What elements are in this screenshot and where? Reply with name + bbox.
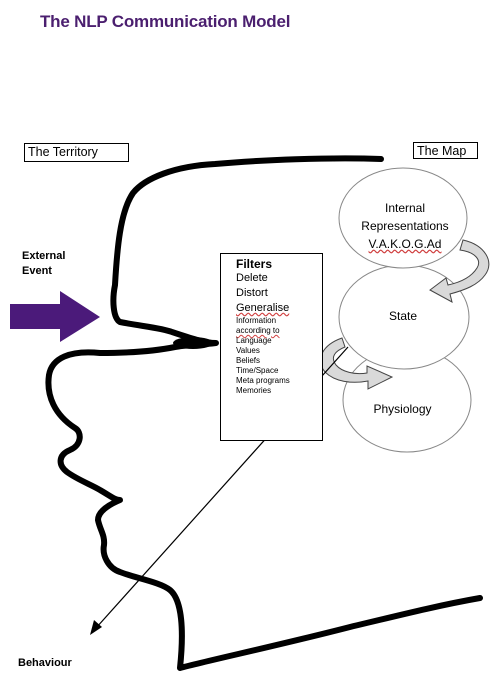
filter-detail: Values xyxy=(236,346,260,355)
filter-detail: Language xyxy=(236,336,272,345)
filter-delete: Delete xyxy=(236,272,268,284)
filter-detail: according to xyxy=(236,326,280,335)
filter-detail: Memories xyxy=(236,386,272,395)
filter-generalise: Generalise xyxy=(236,302,290,314)
filter-detail: Information xyxy=(236,316,277,325)
filter-detail: Time/Space xyxy=(236,366,279,375)
ir-line1: Internal xyxy=(384,201,426,215)
head-profile-outline xyxy=(45,155,483,671)
filters-box: Filters Delete Distort Generalise Inform… xyxy=(220,253,323,441)
page-title: The NLP Communication Model xyxy=(40,12,291,31)
internal-representations-label: Internal Representations V.A.K.O.G.Ad xyxy=(345,199,465,253)
curved-arrow-ir-to-state xyxy=(429,239,490,303)
filter-detail: Beliefs xyxy=(236,356,261,365)
external-event-line1: External xyxy=(22,250,66,262)
external-event-line2: Event xyxy=(22,265,52,277)
behaviour-arrowhead xyxy=(90,620,102,635)
nostril-shape xyxy=(173,337,213,349)
physiology-label: Physiology xyxy=(373,402,432,416)
external-event-arrow xyxy=(10,291,100,342)
filters-heading: Filters xyxy=(236,257,273,271)
map-label: The Map xyxy=(413,142,478,159)
external-event-label: External Event xyxy=(22,249,65,279)
state-label: State xyxy=(388,309,418,323)
filter-distort: Distort xyxy=(236,287,268,299)
filter-detail: Meta programs xyxy=(236,376,290,385)
ir-line3: V.A.K.O.G.Ad xyxy=(368,237,442,251)
ir-line2: Representations xyxy=(361,219,449,233)
behaviour-label: Behaviour xyxy=(18,657,72,669)
internal-representations-circle xyxy=(338,167,468,269)
territory-label: The Territory xyxy=(24,143,129,162)
